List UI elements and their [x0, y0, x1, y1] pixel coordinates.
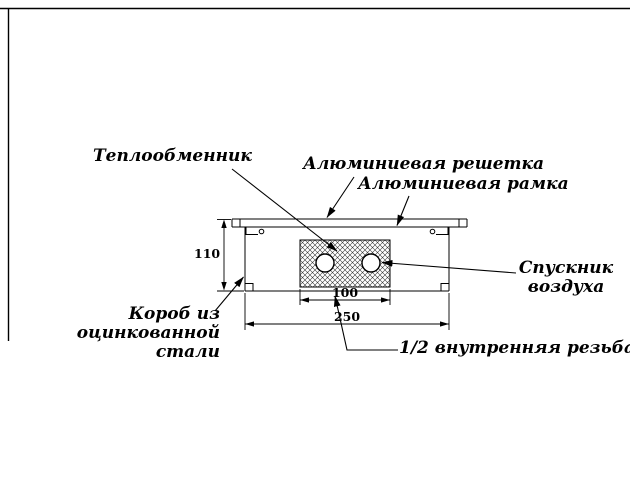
label-heat-exchanger: Теплообменник [93, 146, 252, 166]
label-thread: 1/2 внутренняя резьба [399, 338, 630, 358]
steel-box-outline [244, 227, 450, 292]
label-steel-box-line2: оцинкованной стали [76, 323, 220, 362]
grille-assembly [231, 218, 468, 235]
leader-air-vent [381, 259, 517, 274]
label-aluminum-grille: Алюминиевая решетка [303, 154, 545, 174]
label-air-vent: Спускник воздуха [514, 259, 618, 297]
label-steel-box: Короб из оцинкованной стали [28, 305, 220, 362]
dimension-height-110: 110 [194, 246, 221, 261]
leader-frame [396, 195, 410, 226]
dimension-lines [217, 219, 450, 330]
leader-lines [214, 168, 517, 351]
page-frame-lines [0, 7, 630, 341]
leader-steel-box [214, 276, 244, 312]
dimension-exchanger-width-100: 100 [331, 285, 359, 300]
leader-heat-exchanger [231, 168, 338, 252]
leader-thread [333, 295, 398, 351]
label-aluminum-frame: Алюминиевая рамка [358, 174, 569, 194]
label-air-vent-line2: воздуха [527, 277, 605, 297]
heat-exchanger [299, 239, 391, 288]
dimension-total-width-250: 250 [333, 309, 361, 324]
label-air-vent-line1: Спускник [518, 258, 614, 278]
pipe-connection-left [315, 253, 335, 273]
pipe-connection-right [361, 253, 381, 273]
label-steel-box-line1: Короб из [128, 304, 220, 324]
leader-grille [326, 176, 355, 218]
